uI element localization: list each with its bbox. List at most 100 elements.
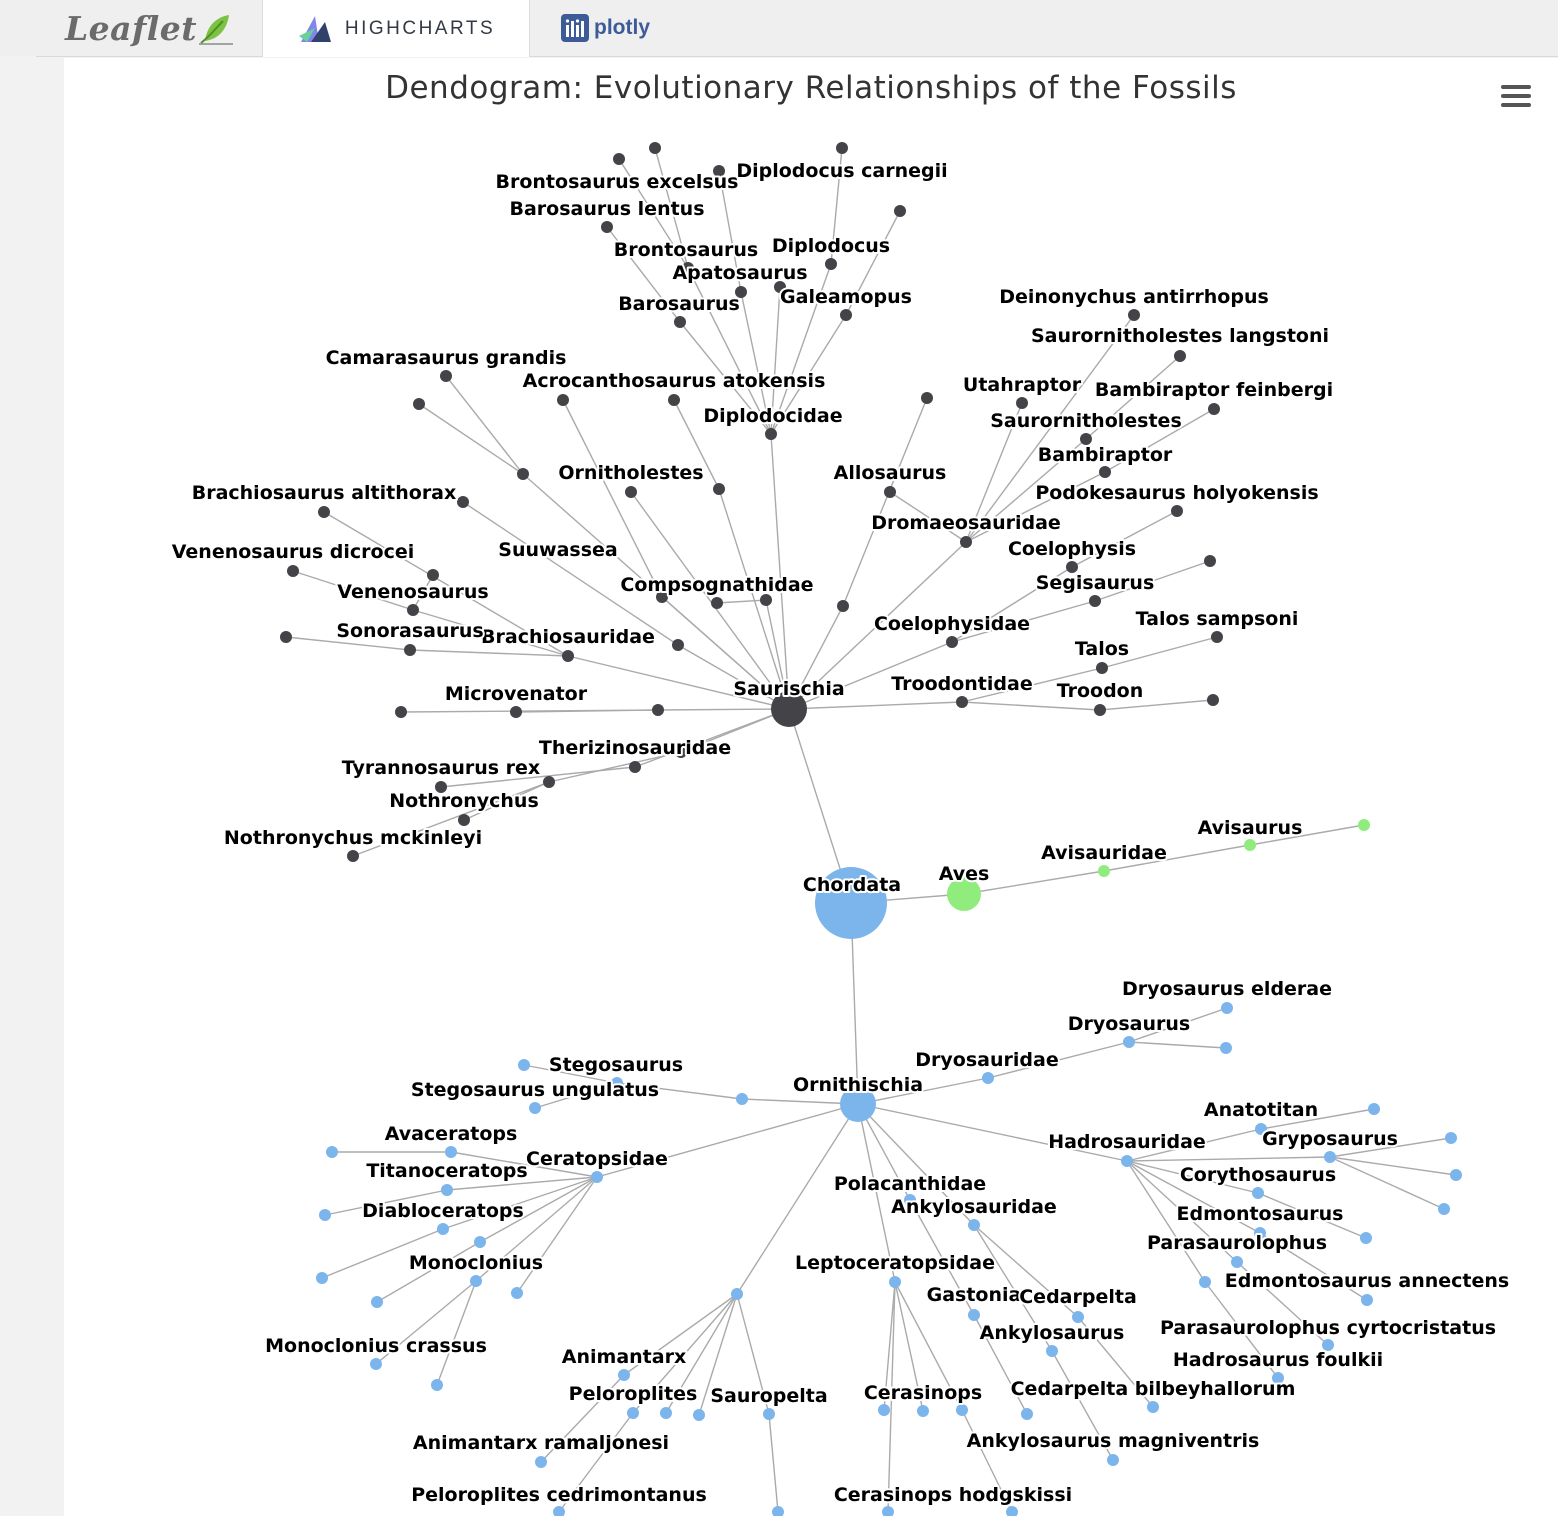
- node-anatotitan-leaf[interactable]: [1368, 1103, 1380, 1115]
- node-nothronychus-mckinleyi[interactable]: [458, 814, 470, 826]
- node-cedarpelta[interactable]: [1072, 1311, 1084, 1323]
- node-gryposaurus-leaf1[interactable]: [1445, 1132, 1457, 1144]
- node-venenosaurus[interactable]: [407, 604, 419, 616]
- node-ankylosaurus-magniventris[interactable]: [1107, 1454, 1119, 1466]
- node-suuwassea[interactable]: [672, 639, 684, 651]
- node-diabloceratops[interactable]: [437, 1223, 449, 1235]
- node-dryosauridae[interactable]: [982, 1072, 994, 1084]
- node-microvenator-leaf[interactable]: [395, 706, 407, 718]
- node-diplodocus[interactable]: [825, 258, 837, 270]
- node-cerasinops-hodgskissi[interactable]: [1006, 1506, 1018, 1516]
- node-apatosaurus-leaf[interactable]: [713, 165, 725, 177]
- node-stegosaurus-leaf[interactable]: [518, 1059, 530, 1071]
- node-gryposaurus[interactable]: [1324, 1151, 1336, 1163]
- node-ornitholestes[interactable]: [656, 591, 668, 603]
- node-peloroplites[interactable]: [627, 1407, 639, 1419]
- node-diplodocus-carnegii[interactable]: [836, 142, 848, 154]
- node-nodosauridae-x2[interactable]: [693, 1409, 705, 1421]
- chart-context-menu-button[interactable]: [1498, 82, 1534, 112]
- node-dryosaurus-leaf[interactable]: [1220, 1042, 1232, 1054]
- node-parasaurolophus[interactable]: [1231, 1256, 1243, 1268]
- node-avisaurus[interactable]: [1244, 839, 1256, 851]
- node-titanoceratops-leaf[interactable]: [319, 1209, 331, 1221]
- node-gryposaurus-leaf2[interactable]: [1450, 1169, 1462, 1181]
- node-monoclonius-crassus[interactable]: [370, 1358, 382, 1370]
- tab-highcharts[interactable]: HIGHCHARTS: [262, 0, 530, 57]
- node-bambiraptor[interactable]: [1099, 466, 1111, 478]
- node-stegosaurus-ungulatus[interactable]: [529, 1102, 541, 1114]
- node-sauropelta[interactable]: [763, 1408, 775, 1420]
- node-monoclonius[interactable]: [470, 1275, 482, 1287]
- node-cedarpelta-bilbeyhallorum[interactable]: [1147, 1401, 1159, 1413]
- node-talos-sampsoni[interactable]: [1211, 631, 1223, 643]
- node-microvenator-x[interactable]: [510, 706, 522, 718]
- node-monoclonius-leaf[interactable]: [431, 1379, 443, 1391]
- node-sonorasaurus-leaf[interactable]: [280, 631, 292, 643]
- node-edmontosaurus-annectens[interactable]: [1361, 1294, 1373, 1306]
- node-diplodocidae[interactable]: [765, 428, 777, 440]
- node-brontosaurus[interactable]: [682, 262, 694, 274]
- node-dromaeosauridae[interactable]: [960, 536, 972, 548]
- node-camarasaurus[interactable]: [517, 468, 529, 480]
- node-brachiosaurus-altithorax[interactable]: [318, 506, 330, 518]
- node-chordata[interactable]: [815, 867, 887, 939]
- node-podokesaurus-holyokensis[interactable]: [1171, 505, 1183, 517]
- node-parasaurolophus-cyrtocristatus[interactable]: [1322, 1339, 1334, 1351]
- node-brontosaurus-excelsus[interactable]: [613, 153, 625, 165]
- node-ankylosauridae[interactable]: [968, 1219, 980, 1231]
- node-therizinosauridae[interactable]: [675, 746, 687, 758]
- node-talos[interactable]: [1096, 662, 1108, 674]
- node-corythosaurus-leaf[interactable]: [1360, 1232, 1372, 1244]
- node-suuwassea-leaf[interactable]: [457, 496, 469, 508]
- node-aves[interactable]: [947, 877, 981, 911]
- node-coelophysis[interactable]: [1066, 561, 1078, 573]
- node-saurornitholestes[interactable]: [1080, 433, 1092, 445]
- node-stegosaurus[interactable]: [611, 1077, 623, 1089]
- node-apatosaurus[interactable]: [735, 286, 747, 298]
- node-titanoceratops[interactable]: [441, 1184, 453, 1196]
- node-barosaurus[interactable]: [674, 316, 686, 328]
- node-ornithischia[interactable]: [840, 1086, 876, 1122]
- node-saurischia[interactable]: [771, 691, 807, 727]
- node-venenosaurus-x[interactable]: [427, 569, 439, 581]
- node-diabloceratops-leaf[interactable]: [316, 1272, 328, 1284]
- node-polacanthidae[interactable]: [904, 1194, 916, 1206]
- node-dryosaurus[interactable]: [1123, 1036, 1135, 1048]
- node-ceratopsidae-x2[interactable]: [511, 1287, 523, 1299]
- node-cerasinops[interactable]: [956, 1404, 968, 1416]
- node-leptoceratopsidae-x1[interactable]: [878, 1404, 890, 1416]
- node-hadrosauridae[interactable]: [1121, 1155, 1133, 1167]
- node-gryposaurus-leaf3[interactable]: [1438, 1203, 1450, 1215]
- node-leptoceratopsidae-x2[interactable]: [917, 1405, 929, 1417]
- node-barosaurus-lentus[interactable]: [601, 221, 613, 233]
- node-peloroplites-cedrimontanus[interactable]: [553, 1506, 565, 1516]
- node-utahraptor[interactable]: [1016, 397, 1028, 409]
- node-troodontidae[interactable]: [956, 696, 968, 708]
- node-troodon-leaf[interactable]: [1207, 694, 1219, 706]
- node-saurischia-x1[interactable]: [625, 486, 637, 498]
- node-nodosauridae-x1[interactable]: [660, 1407, 672, 1419]
- node-leptoceratopsidae[interactable]: [889, 1276, 901, 1288]
- node-anatotitan[interactable]: [1255, 1123, 1267, 1135]
- node-allosaurus-leaf[interactable]: [921, 392, 933, 404]
- node-nothronychus-leaf[interactable]: [347, 850, 359, 862]
- node-microvenator[interactable]: [652, 704, 664, 716]
- node-brontosaurus-leaf[interactable]: [649, 142, 661, 154]
- node-compsognathidae[interactable]: [760, 594, 772, 606]
- node-corythosaurus[interactable]: [1252, 1187, 1264, 1199]
- node-galeamopus[interactable]: [840, 309, 852, 321]
- tab-plotly[interactable]: plotly: [560, 0, 690, 56]
- node-segisaurus-leaf[interactable]: [1204, 555, 1216, 567]
- node-leptoceratopsidae-x3[interactable]: [882, 1506, 894, 1516]
- node-nothronychus[interactable]: [543, 776, 555, 788]
- node-gastonia[interactable]: [968, 1309, 980, 1321]
- node-deinonychus[interactable]: [884, 486, 896, 498]
- node-avisauridae[interactable]: [1098, 865, 1110, 877]
- node-diplodocus-hidden[interactable]: [774, 281, 786, 293]
- node-animantarx-ramaljonesi[interactable]: [535, 1456, 547, 1468]
- node-edmontosaurus[interactable]: [1254, 1227, 1266, 1239]
- node-ornitholestes-leaf[interactable]: [557, 394, 569, 406]
- node-segisaurus[interactable]: [1089, 595, 1101, 607]
- node-tyrannosaurus-rex[interactable]: [435, 781, 447, 793]
- node-deinonychus-antirrhopus[interactable]: [1128, 309, 1140, 321]
